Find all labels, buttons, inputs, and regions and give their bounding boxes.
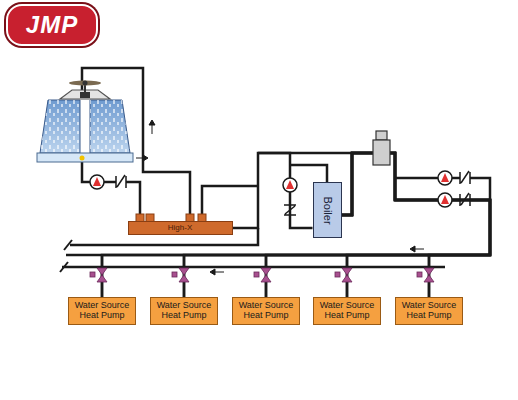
cooling-tower	[90, 100, 130, 153]
pipe	[470, 199, 490, 202]
continuation-tick	[64, 240, 72, 250]
control-valve	[254, 272, 259, 277]
control-valve	[424, 268, 434, 282]
flow-arrow	[136, 120, 424, 275]
pipe	[104, 181, 116, 184]
pipe	[452, 199, 460, 202]
pipe	[290, 165, 327, 182]
continuation-tick	[60, 240, 72, 272]
cooling-tower	[90, 100, 130, 153]
boiler-box: Boiler	[313, 182, 342, 238]
control-valve	[261, 268, 271, 282]
pipe-connector	[266, 153, 490, 297]
cooling-tower	[37, 81, 133, 163]
heat-exchanger: High-X	[128, 221, 233, 235]
pipe	[395, 199, 438, 202]
control-valve	[335, 272, 340, 277]
pump-symbol	[438, 193, 452, 207]
node-label: Water Source Heat Pump	[72, 301, 132, 321]
cooling-tower	[40, 100, 80, 153]
pump-symbol	[286, 180, 294, 189]
check-valve	[116, 171, 470, 215]
control-valve	[90, 268, 434, 282]
heat-pump-box: Water Source Heat Pump	[150, 297, 218, 325]
pump-symbol	[90, 171, 452, 207]
check-valve	[284, 205, 296, 215]
check-valve	[460, 193, 470, 206]
pipe	[470, 178, 490, 255]
pipe	[395, 177, 438, 180]
cooling-tower	[40, 100, 80, 153]
pipe-connector	[342, 153, 491, 297]
node-label: Water Source Heat Pump	[399, 301, 459, 321]
control-valve	[417, 272, 422, 277]
pipe	[390, 153, 395, 200]
control-valve	[172, 272, 177, 277]
check-valve	[460, 171, 470, 184]
node-label: Water Source Heat Pump	[317, 301, 377, 321]
node-label: Water Source Heat Pump	[154, 301, 214, 321]
pipe-connector	[102, 153, 490, 297]
cooling-tower	[80, 156, 85, 161]
control-valve	[342, 268, 352, 282]
cooling-tower	[69, 81, 101, 86]
heat-pump-box: Water Source Heat Pump	[313, 297, 381, 325]
expansion-tank	[373, 131, 390, 165]
flow-arrow	[410, 246, 415, 252]
cooling-tower	[80, 92, 90, 98]
pump-symbol	[93, 177, 101, 186]
pipe	[66, 254, 490, 257]
pipe	[126, 182, 140, 214]
pipe	[202, 186, 258, 214]
node-label: Boiler	[322, 196, 333, 224]
node-label: JMP	[26, 11, 78, 39]
pipe	[62, 266, 445, 269]
pump-symbol	[90, 175, 104, 189]
pump-symbol	[438, 171, 452, 185]
pump-symbol	[441, 173, 449, 182]
continuation-tick	[60, 262, 68, 272]
node-label: High-X	[168, 224, 192, 232]
node-label: Water Source Heat Pump	[236, 301, 296, 321]
expansion-tank	[376, 131, 387, 140]
heat-pump-box: Water Source Heat Pump	[232, 297, 300, 325]
expansion-tank	[373, 140, 390, 165]
control-valve	[179, 268, 189, 282]
control-valve	[90, 272, 95, 277]
cooling-tower	[83, 81, 88, 86]
flow-arrow	[149, 120, 155, 125]
heat-pump-box: Water Source Heat Pump	[395, 297, 463, 325]
control-valve	[97, 268, 107, 282]
pump-symbol	[441, 195, 449, 204]
pipe	[102, 255, 429, 298]
pipe	[452, 177, 460, 180]
flow-arrow	[210, 269, 215, 275]
pipe	[62, 68, 490, 298]
cooling-tower	[37, 153, 133, 162]
check-valve	[116, 175, 126, 188]
flow-arrow	[143, 155, 148, 161]
logo-badge: JMP	[6, 4, 98, 46]
pipe	[258, 152, 373, 155]
pipe	[82, 162, 90, 182]
heat-pump-box: Water Source Heat Pump	[68, 297, 136, 325]
pipe-connector	[342, 153, 491, 297]
pump-symbol	[283, 178, 297, 192]
pipe	[342, 153, 352, 215]
